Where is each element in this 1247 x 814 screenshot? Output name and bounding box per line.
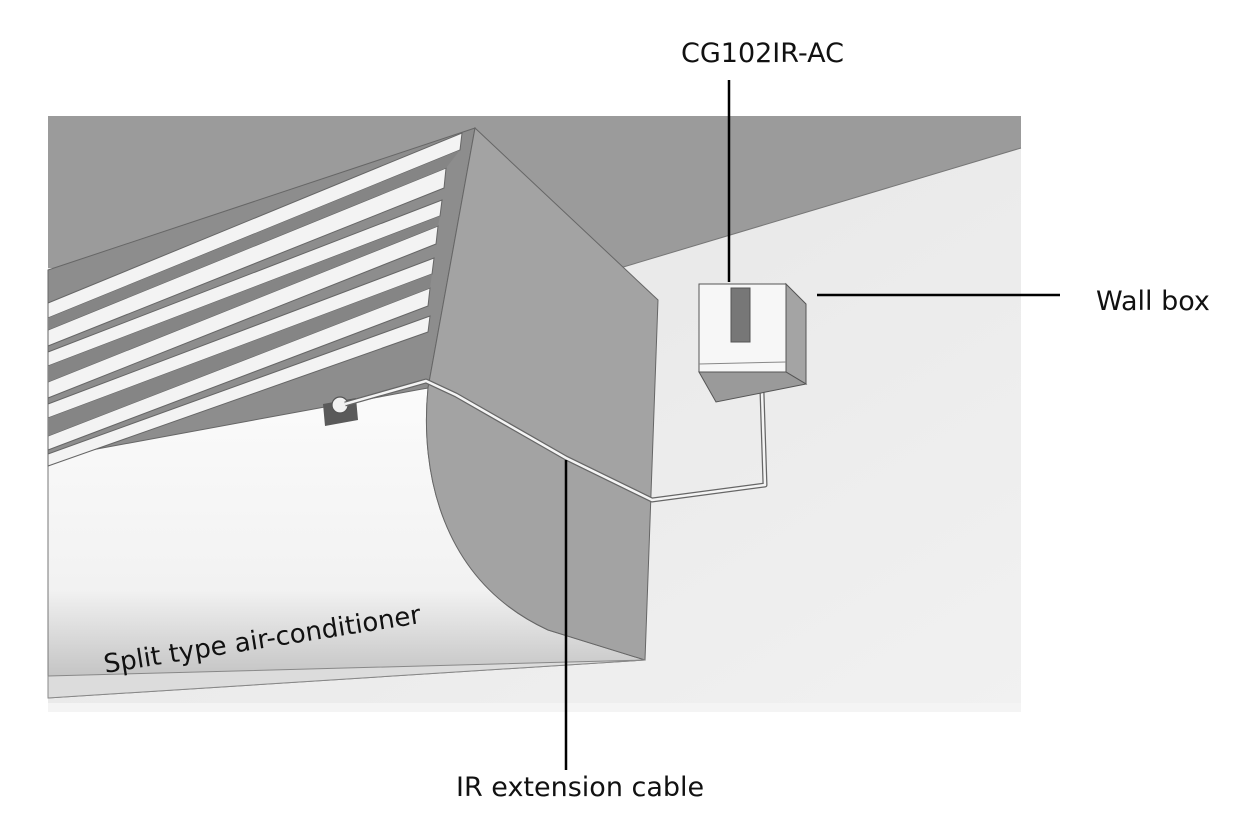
air-conditioner-unit: [47, 127, 659, 699]
ac-grille-gaps: [48, 150, 460, 436]
ir-cable-label: IR extension cable: [456, 772, 705, 803]
ac-side-panel: [425, 127, 659, 661]
ir-extension-cable: [344, 378, 768, 503]
floor-strip: [48, 703, 1021, 712]
device-slot: [730, 287, 751, 343]
wall-box: [698, 282, 808, 403]
wall-box-label: Wall box: [1096, 286, 1210, 317]
ceiling-edge: [619, 147, 1022, 269]
ac-bottom-lip: [47, 659, 646, 699]
ac-grille-slats: [47, 132, 463, 467]
leader-lines: [564, 80, 1060, 770]
device-label: CG102IR-AC: [681, 38, 844, 69]
